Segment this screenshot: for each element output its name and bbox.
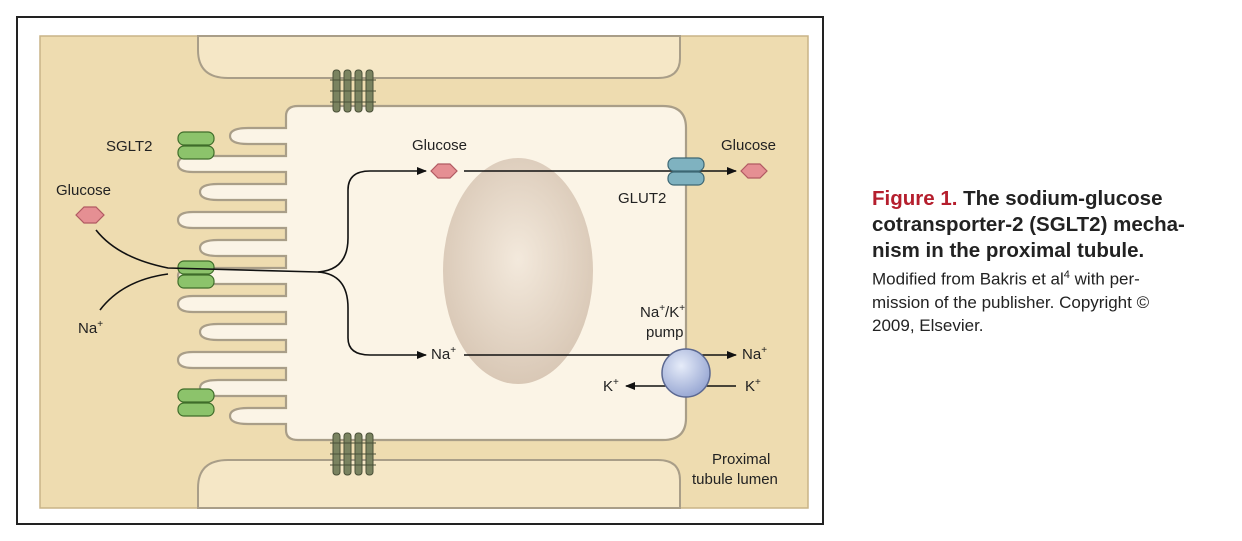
figure-label: Figure 1. (872, 187, 958, 210)
glucose-icon-middle (430, 163, 458, 179)
label-lumen-line1: Proximal (712, 451, 770, 468)
label-na-left: Na+ (78, 319, 103, 337)
label-k-right: K+ (745, 377, 761, 395)
caption-body-line1b: with per- (1069, 269, 1140, 289)
reference-superscript: 4 (1063, 269, 1070, 281)
caption-title-line2: cotransporter-2 (SGLT2) mecha- (872, 213, 1185, 236)
caption-body-line1a: Modified from Bakris et al (872, 269, 1064, 289)
glucose-entry-path (95, 229, 319, 273)
glucose-icon-left (75, 206, 105, 224)
caption-body-line2: mission of the publisher. Copyright © (872, 292, 1150, 312)
label-sglt2: SGLT2 (106, 138, 152, 155)
split-up-arrow (317, 167, 427, 273)
caption-body: Modified from Bakris et al4 with per- mi… (872, 264, 1232, 337)
label-lumen-line2: tubule lumen (692, 471, 778, 488)
bottom-neighbor-cell (197, 459, 681, 509)
label-pump-line1: Na+/K+ (640, 303, 685, 321)
label-pump-line2: pump (646, 324, 684, 341)
top-neighbor-cell (197, 35, 681, 79)
label-k-left: K+ (603, 377, 619, 395)
sglt2-transporter-bottom (177, 388, 215, 417)
label-glut2: GLUT2 (618, 190, 666, 207)
na-k-pump (661, 348, 711, 398)
label-glucose-left: Glucose (56, 182, 111, 199)
caption-body-line3: 2009, Elsevier. (872, 315, 984, 335)
sglt2-transporter-middle (177, 260, 215, 289)
caption-title-line3: nism in the proximal tubule. (872, 239, 1145, 262)
glucose-icon-right (740, 163, 768, 179)
caption-title: Figure 1. The sodium-glucose cotransport… (872, 186, 1232, 264)
figure-caption: Figure 1. The sodium-glucose cotransport… (872, 186, 1232, 337)
label-na-middle: Na+ (431, 345, 456, 363)
tight-junction-top (330, 69, 376, 113)
label-na-right: Na+ (742, 345, 767, 363)
glut2-transporter (667, 157, 705, 186)
label-glucose-middle: Glucose (412, 137, 467, 154)
nucleus (443, 158, 593, 384)
diagram-frame: SGLT2 Glucose Na+ Glucose Glucose GLUT2 … (16, 16, 824, 525)
sodium-entry-path (99, 273, 169, 311)
sglt2-transporter-top (177, 131, 215, 160)
sglt2-diagram: SGLT2 Glucose Na+ Glucose Glucose GLUT2 … (39, 35, 809, 509)
label-glucose-right: Glucose (721, 137, 776, 154)
split-down-arrow (317, 271, 427, 359)
caption-title-part1: The sodium-glucose (963, 187, 1163, 210)
tight-junction-bottom (330, 432, 376, 476)
